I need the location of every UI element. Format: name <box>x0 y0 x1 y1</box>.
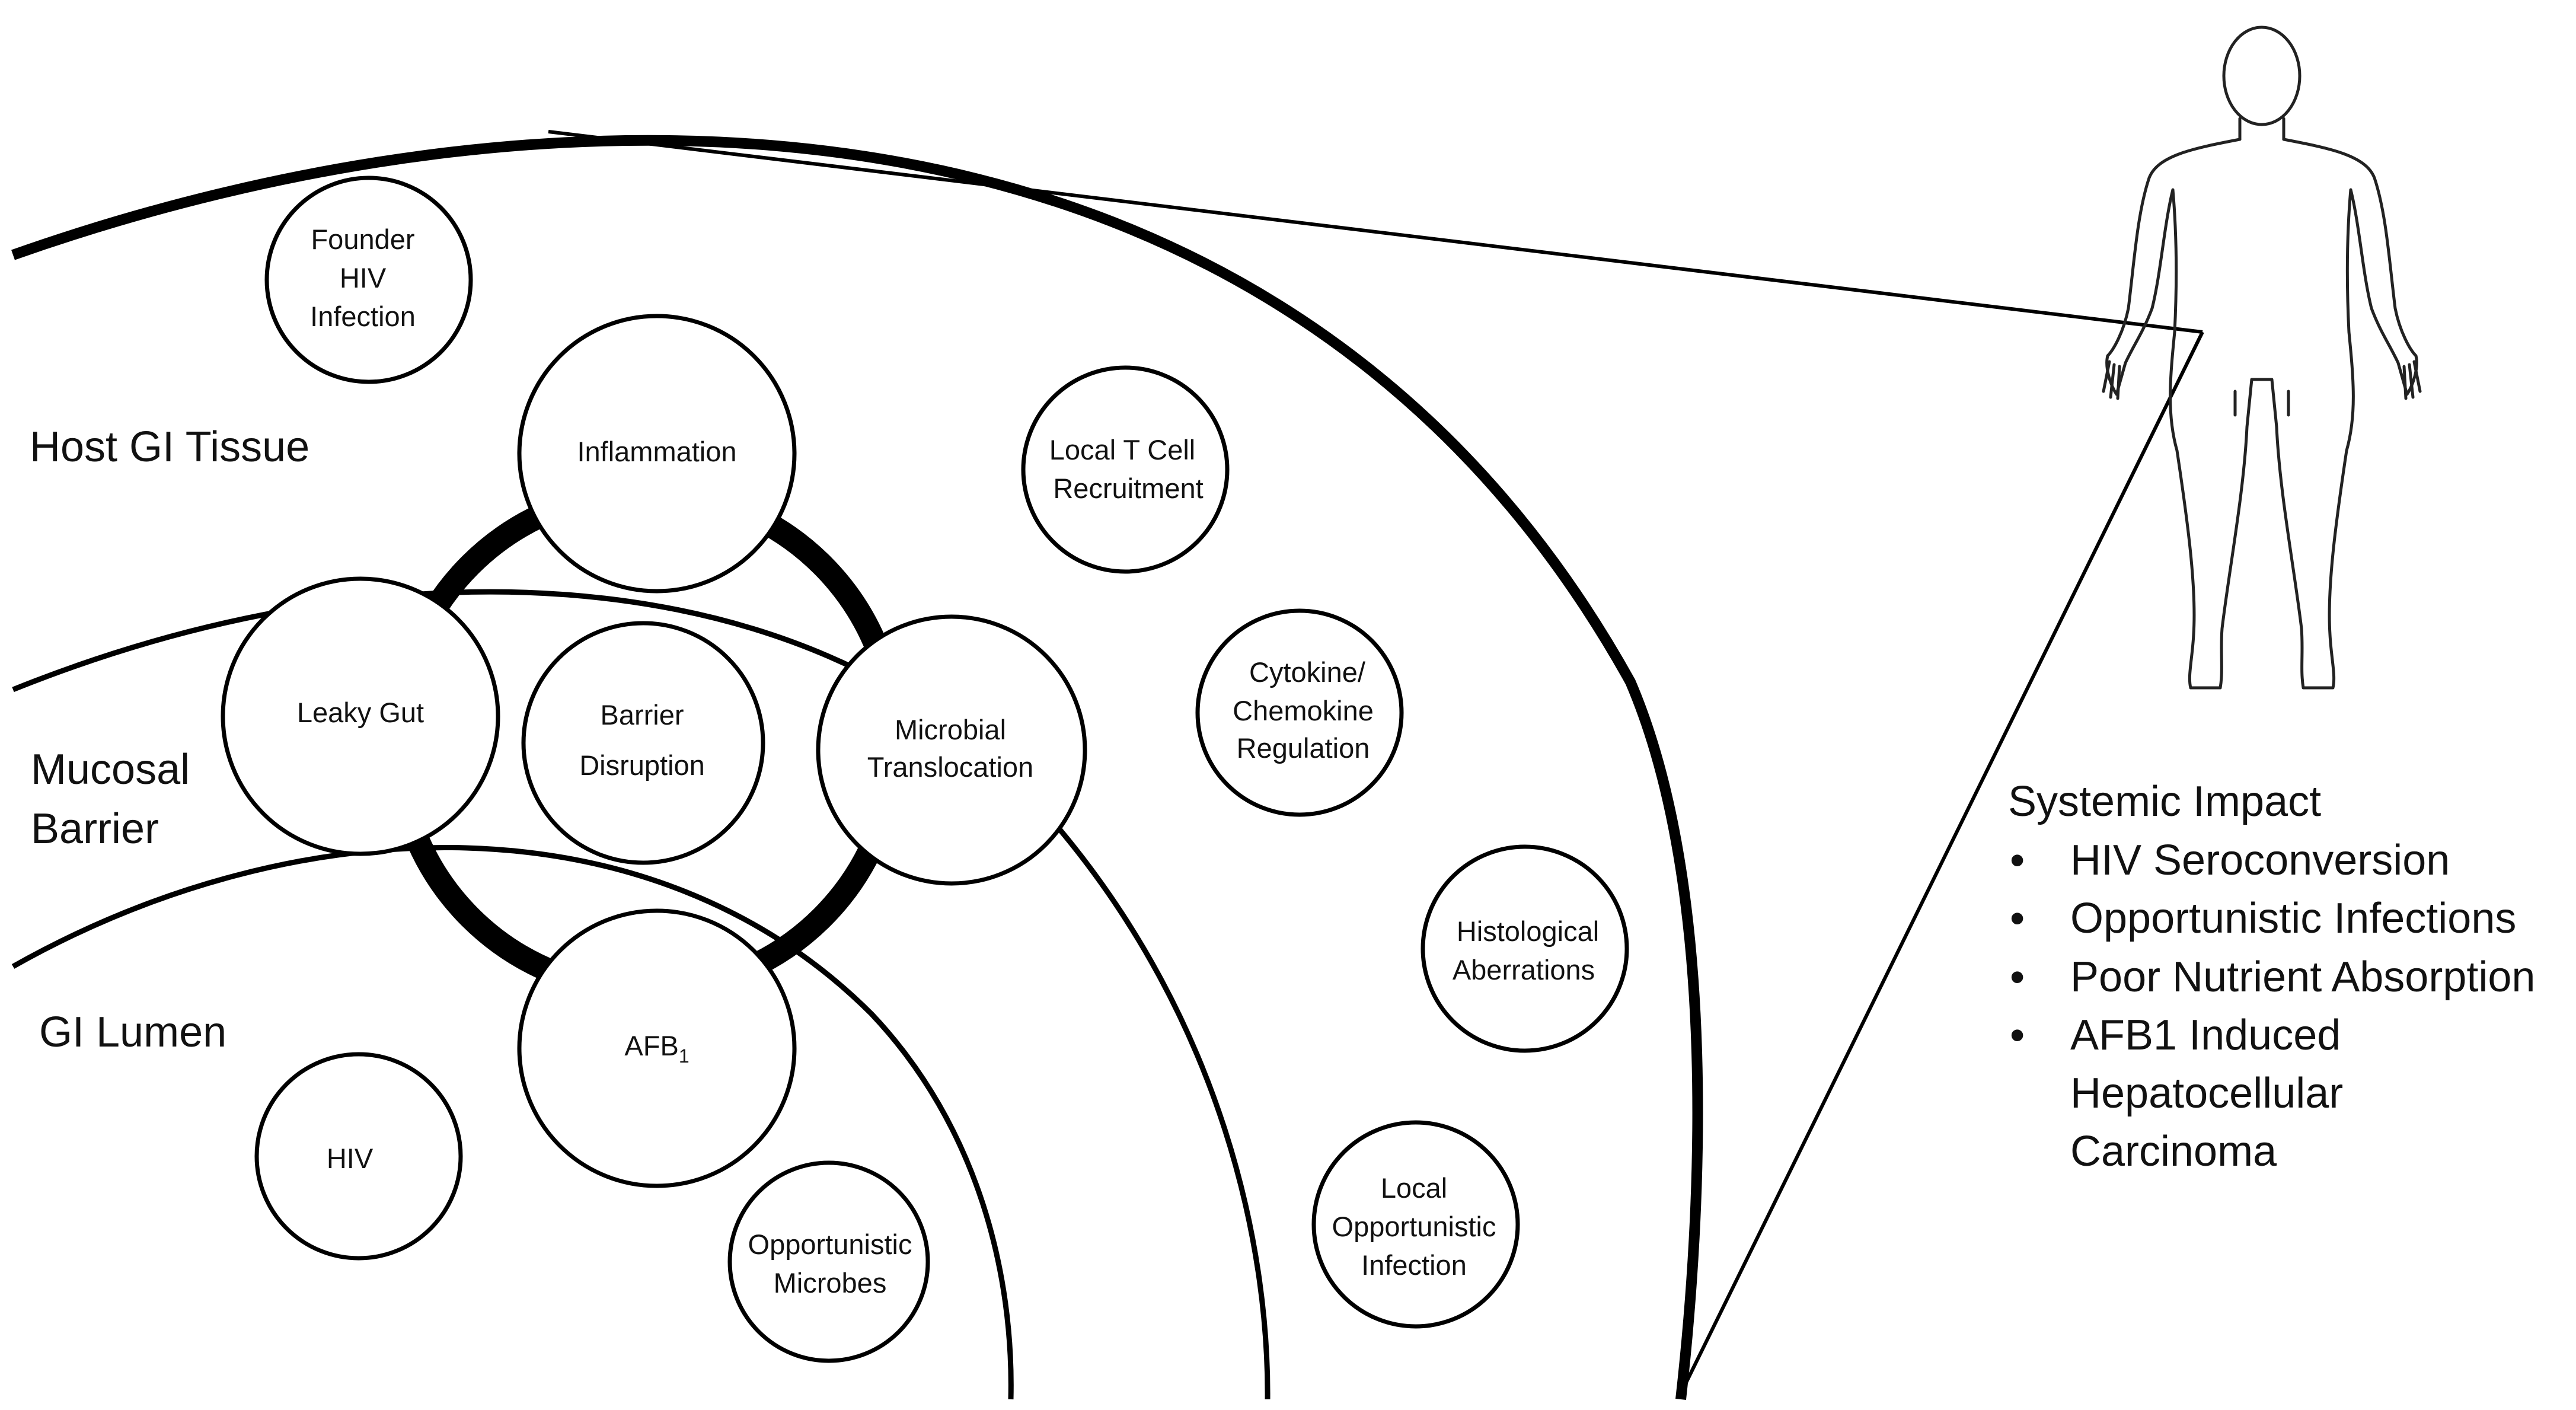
systemic-impact-item: HIV Seroconversion <box>2070 837 2450 884</box>
node-label-line: Opportunistic <box>1332 1211 1496 1242</box>
node-inflammation: Inflammation <box>517 314 797 594</box>
node-label-line: Histological <box>1457 915 1599 947</box>
node-label-line: Infection <box>310 301 416 332</box>
node-founder-hiv-infection: Founder HIV Infection <box>264 176 473 384</box>
systemic-impact-item-continued: Hepatocellular <box>2070 1070 2343 1117</box>
systemic-impact-item: AFB1 Induced <box>2070 1012 2341 1059</box>
human-body-outline-icon <box>2102 25 2422 690</box>
node-label-line: HIV <box>327 1143 374 1174</box>
region-label-mucosal-barrier-line2: Barrier <box>31 805 159 853</box>
bullet-glyph: • <box>2010 953 2025 1001</box>
node-opportunistic-microbes: Opportunistic Microbes <box>727 1160 930 1363</box>
afb1-base: AFB <box>624 1030 678 1061</box>
node-label-line: Leaky Gut <box>297 697 424 728</box>
node-label-afb1: AFB1 <box>624 1030 689 1067</box>
node-afb1: AFB1 <box>517 908 797 1188</box>
zoom-line-bottom <box>1682 331 2204 1389</box>
region-label-gi-lumen: GI Lumen <box>39 1009 226 1056</box>
node-label-line: Cytokine/ <box>1249 656 1366 688</box>
afb1-subscript: 1 <box>679 1045 690 1067</box>
bullet-glyph: • <box>2010 1012 2025 1059</box>
node-label-line: Translocation <box>867 751 1033 783</box>
systemic-impact-item-continued: Carcinoma <box>2070 1128 2277 1175</box>
node-label-line: Regulation <box>1237 732 1370 764</box>
region-label-mucosal-barrier-line1: Mucosal <box>31 746 190 793</box>
node-label-line: Founder <box>311 224 414 255</box>
systemic-impact-item: Poor Nutrient Absorption <box>2070 953 2535 1001</box>
systemic-impact-title: Systemic Impact <box>2008 778 2321 825</box>
node-label-line: Microbes <box>774 1267 887 1299</box>
node-label-line: Barrier <box>600 699 684 730</box>
gi-lumen-boundary <box>11 845 1014 1400</box>
node-local-opportunistic-infection: Local Opportunistic Infection <box>1311 1120 1520 1329</box>
region-label-host-gi-tissue: Host GI Tissue <box>30 423 309 471</box>
node-histological-aberrations: Histological Aberrations <box>1421 844 1629 1053</box>
node-label-line: Microbial <box>895 714 1006 745</box>
node-label-line: Local <box>1381 1172 1447 1204</box>
node-label-line: Inflammation <box>577 436 736 467</box>
node-label-line: Chemokine <box>1233 695 1374 726</box>
bullet-glyph: • <box>2010 895 2025 942</box>
node-local-t-cell-recruitment: Local T Cell Recruitment <box>1021 365 1230 574</box>
systemic-impact-item: Opportunistic Infections <box>2070 895 2516 942</box>
node-microbial-translocation: Microbial Translocation <box>816 614 1087 886</box>
node-barrier-disruption: Barrier Disruption <box>521 621 765 865</box>
node-leaky-gut: Leaky Gut <box>221 576 500 856</box>
node-label-line: Opportunistic <box>748 1229 912 1260</box>
node-label-line: HIV <box>340 262 387 294</box>
systemic-impact-panel: Systemic Impact • HIV Seroconversion • O… <box>2008 778 2535 1175</box>
node-hiv: HIV <box>254 1052 463 1261</box>
node-label-line: Disruption <box>579 749 705 781</box>
node-label-line: Infection <box>1361 1249 1467 1281</box>
zoom-line-top <box>548 130 2203 334</box>
node-label-line: Recruitment <box>1053 473 1203 504</box>
node-cytokine-chemokine-regulation: Cytokine/ Chemokine Regulation <box>1195 608 1404 817</box>
bullet-glyph: • <box>2010 837 2025 884</box>
node-label-line: Aberrations <box>1453 954 1595 985</box>
host-gi-tissue-boundary <box>11 135 1703 1401</box>
node-label-line: Local T Cell <box>1049 434 1195 465</box>
